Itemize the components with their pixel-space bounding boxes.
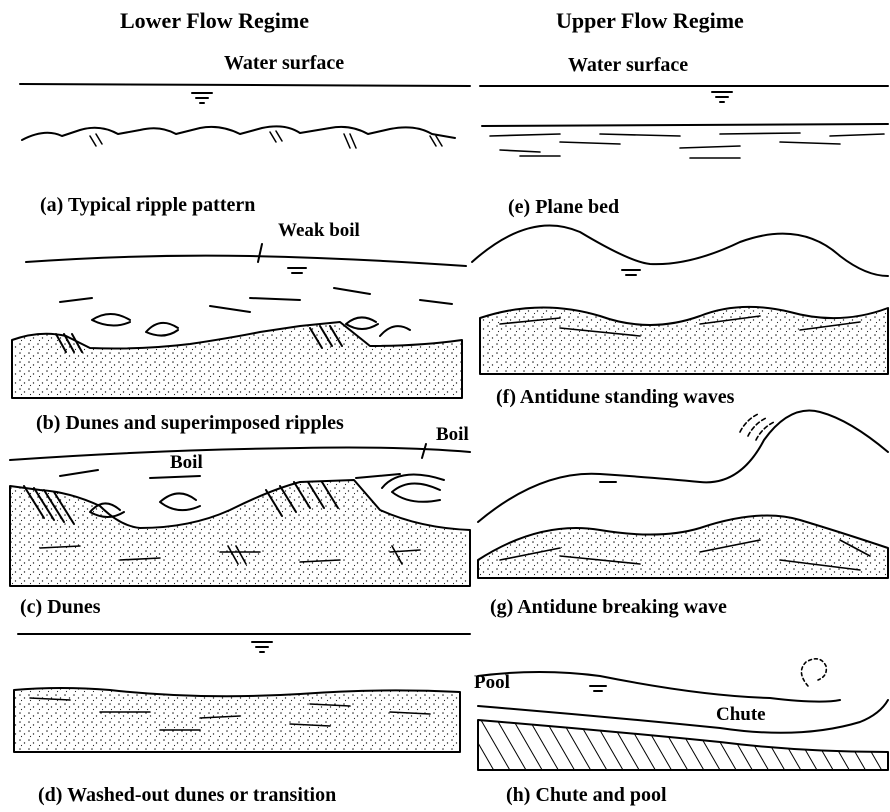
water-level-marker [192,93,212,103]
chute-bed [478,720,888,770]
water-surface-line [10,448,470,461]
caption-d: (d) Washed-out dunes or transition [38,784,336,807]
panel-a-ripples [20,84,470,148]
header-upper-flow-regime: Upper Flow Regime [556,8,744,34]
label-water-surface-right: Water surface [568,54,688,77]
label-boil-dunes: Boil [170,452,203,474]
antidune-bed [478,516,888,579]
label-weak-boil: Weak boil [278,220,360,242]
label-chute: Chute [716,704,766,726]
caption-g: (g) Antidune breaking wave [490,596,727,619]
water-level-marker [252,642,272,652]
panel-e-plane-bed [480,86,888,158]
water-level-marker [590,686,606,691]
caption-b: (b) Dunes and superimposed ripples [36,412,344,435]
flow-eddies [60,288,452,336]
breaking-crest [740,414,774,440]
plane-bed-line [482,124,888,126]
header-lower-flow-regime: Lower Flow Regime [120,8,309,34]
label-boil-top: Boil [436,424,469,446]
panel-c-dunes [10,444,470,586]
plane-bed-laminae [490,133,884,158]
water-surface-line [20,84,470,86]
dune-bed [10,480,470,586]
breaking-wave [801,659,826,686]
antidune-bed [480,307,888,374]
caption-c: (c) Dunes [20,596,101,619]
caption-a: (a) Typical ripple pattern [40,194,255,217]
water-surface-line [478,411,888,522]
boil-mark [422,444,426,458]
water-level-marker [712,92,732,102]
weak-boil-mark [258,244,262,262]
water-surface-line [26,256,466,266]
panel-b-dunes-ripples [12,244,466,398]
panel-d-washed-out [14,634,470,752]
ripple-cross-lamination [90,131,442,148]
transition-bed [14,688,460,752]
label-pool: Pool [474,672,510,694]
water-surface-line [478,672,840,702]
dune-bed [12,322,462,398]
ripple-bed [22,126,455,140]
label-water-surface-left: Water surface [224,52,344,75]
panel-f-standing-waves [472,225,888,374]
caption-h: (h) Chute and pool [506,784,667,807]
water-level-marker [622,270,640,275]
caption-e: (e) Plane bed [508,196,619,219]
panel-h-chute-pool [478,659,888,770]
caption-f: (f) Antidune standing waves [496,386,734,409]
water-level-marker [288,268,306,273]
panel-g-breaking-wave [478,411,888,578]
water-surface-line [472,225,888,276]
